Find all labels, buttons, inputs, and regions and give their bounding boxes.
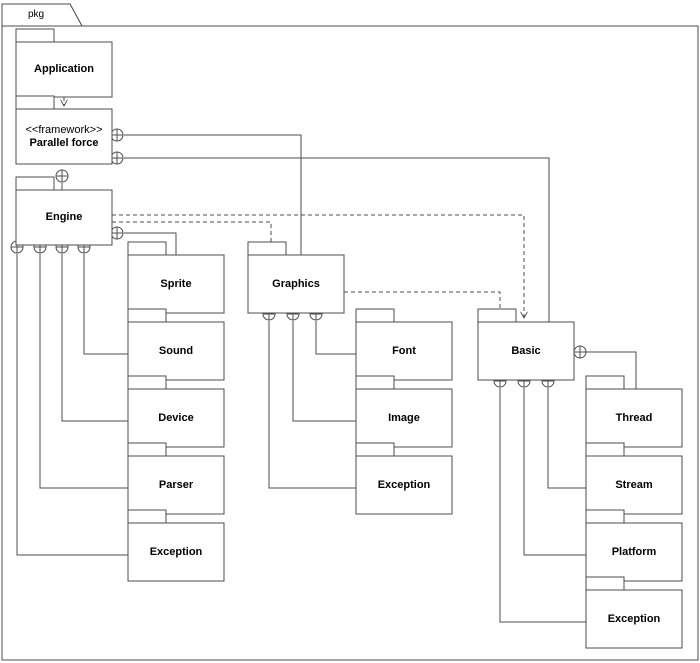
package-tab xyxy=(127,442,167,457)
circle-parallelforce-engine xyxy=(55,169,69,183)
package-tab xyxy=(127,375,167,390)
package-body xyxy=(585,522,683,582)
package-body xyxy=(127,321,225,381)
connector-lines-group xyxy=(16,134,637,623)
package-body xyxy=(127,455,225,515)
package-body xyxy=(15,108,113,165)
package-body xyxy=(15,189,113,246)
package-tab xyxy=(127,308,167,323)
package-body xyxy=(355,455,453,515)
link-basic-stream xyxy=(547,388,586,489)
link-engine-parser xyxy=(39,254,128,489)
dependency-arrows-group xyxy=(64,97,524,318)
package-exception-gfx[interactable] xyxy=(355,442,453,515)
package-tab xyxy=(477,308,517,323)
dep-graphics-basic xyxy=(344,291,500,318)
package-boxes-group xyxy=(15,28,683,649)
package-tab xyxy=(355,308,395,323)
package-body xyxy=(15,41,113,98)
package-platform[interactable] xyxy=(585,509,683,582)
circle-basic-thread xyxy=(573,345,587,359)
package-body xyxy=(127,522,225,582)
package-body xyxy=(127,388,225,448)
package-exception-engine[interactable] xyxy=(127,509,225,582)
package-body xyxy=(247,254,345,314)
package-tab xyxy=(15,95,55,110)
package-tab xyxy=(355,375,395,390)
package-device[interactable] xyxy=(127,375,225,448)
package-body xyxy=(127,254,225,314)
package-body xyxy=(477,321,575,381)
package-tab xyxy=(15,176,55,191)
package-tab xyxy=(585,375,625,390)
package-tab xyxy=(355,442,395,457)
link-graphics-font xyxy=(315,321,356,355)
package-tab xyxy=(585,509,625,524)
package-sound[interactable] xyxy=(127,308,225,381)
package-body xyxy=(585,589,683,649)
link-engine-device xyxy=(61,254,128,422)
circle-parallelforce-graphics xyxy=(110,128,124,142)
package-graphics[interactable] xyxy=(247,241,345,314)
package-tab xyxy=(247,241,287,256)
link-engine-exception xyxy=(16,254,128,556)
package-application[interactable] xyxy=(15,28,113,98)
package-stream[interactable] xyxy=(585,442,683,515)
package-engine[interactable] xyxy=(15,176,113,246)
dep-engine-graphics xyxy=(112,221,271,251)
package-body xyxy=(355,388,453,448)
package-thread[interactable] xyxy=(585,375,683,448)
link-graphics-image xyxy=(292,321,356,422)
package-tab xyxy=(15,28,55,43)
package-basic[interactable] xyxy=(477,308,575,381)
link-basic-exception xyxy=(499,388,586,623)
package-parallel-force[interactable] xyxy=(15,95,113,165)
package-sprite[interactable] xyxy=(127,241,225,314)
package-tab xyxy=(585,576,625,591)
circle-engine-sprite xyxy=(110,226,124,240)
link-parallelforce-basic xyxy=(124,157,550,333)
package-tab xyxy=(585,442,625,457)
package-exception-basic[interactable] xyxy=(585,576,683,649)
package-body xyxy=(585,388,683,448)
package-body xyxy=(585,455,683,515)
package-tab xyxy=(127,509,167,524)
package-font[interactable] xyxy=(355,308,453,381)
package-body xyxy=(355,321,453,381)
link-basic-thread xyxy=(586,351,637,402)
link-engine-sound xyxy=(83,254,128,355)
package-image[interactable] xyxy=(355,375,453,448)
package-parser[interactable] xyxy=(127,442,225,515)
frame-tab xyxy=(1,3,83,27)
link-basic-platform xyxy=(523,388,586,556)
link-graphics-exception xyxy=(268,321,356,489)
package-tab xyxy=(127,241,167,256)
circle-parallelforce-basic xyxy=(110,151,124,165)
